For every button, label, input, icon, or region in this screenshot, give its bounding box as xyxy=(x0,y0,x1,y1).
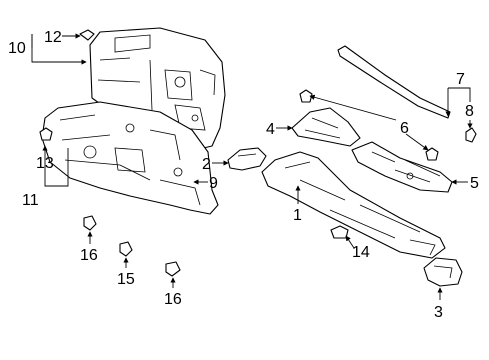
bracket-part xyxy=(227,147,267,171)
callout-10: 10 xyxy=(8,40,26,57)
callout-13: 13 xyxy=(36,155,54,172)
leader-lines xyxy=(31,33,473,300)
callout-7: 7 xyxy=(456,71,465,88)
callout-11: 11 xyxy=(22,192,39,209)
callout-15: 15 xyxy=(117,271,135,288)
cowl-side-panel-part xyxy=(291,107,361,147)
fasteners xyxy=(39,29,477,277)
callout-9: 9 xyxy=(209,175,218,192)
callout-4: 4 xyxy=(266,121,275,138)
callout-labels: 10 12 13 11 9 2 4 6 7 8 5 1 14 3 16 15 1… xyxy=(8,29,479,321)
callout-2: 2 xyxy=(202,156,211,173)
callout-12: 12 xyxy=(44,29,62,46)
callout-14: 14 xyxy=(352,244,370,261)
callout-6: 6 xyxy=(400,120,409,137)
callout-3: 3 xyxy=(434,304,443,321)
cowl-seal-part xyxy=(337,45,451,119)
dash-panel-part xyxy=(41,101,219,215)
callout-8: 8 xyxy=(465,103,474,120)
cowl-vent-panel-part xyxy=(351,141,453,193)
callout-1: 1 xyxy=(293,207,302,224)
callout-16-left: 16 xyxy=(80,247,98,264)
lower-bracket-part xyxy=(423,257,463,287)
callout-16-bottom: 16 xyxy=(164,291,182,308)
callout-5: 5 xyxy=(470,175,479,192)
cowl-top-panel-part xyxy=(261,151,446,259)
